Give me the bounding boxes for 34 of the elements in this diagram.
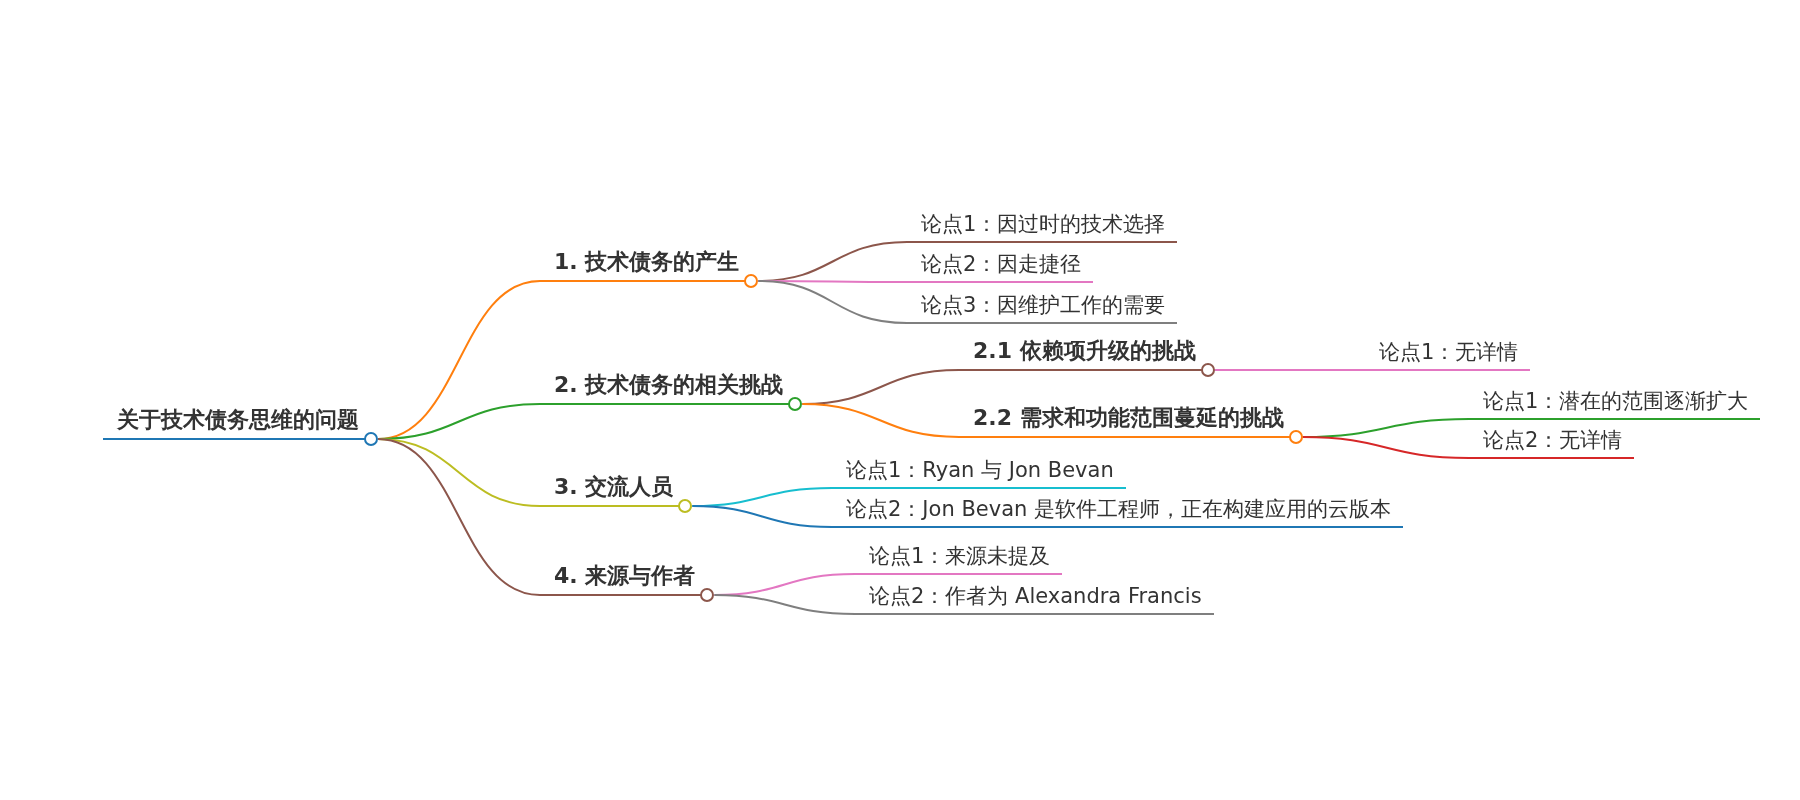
topic-label: 4. 来源与作者 [554, 563, 696, 588]
branch-line [713, 594, 856, 615]
topic-node [832, 495, 1403, 528]
topic-node [907, 291, 1178, 324]
topic-node [1469, 426, 1635, 459]
topic-label: 论点1：来源未提及 [869, 544, 1051, 568]
topic-label: 论点1：无详情 [1379, 340, 1519, 364]
topic-label: 1. 技术债务的产生 [554, 249, 740, 274]
branch-line [691, 505, 833, 528]
branch-line [377, 438, 541, 596]
topic-node [1249, 338, 1531, 371]
topic-label: 论点2：因走捷径 [921, 252, 1082, 276]
branch-line [801, 403, 960, 438]
topic-label: 3. 交流人员 [554, 474, 674, 499]
topic-node [907, 210, 1178, 243]
topic-node [1469, 387, 1761, 420]
topic-label: 2. 技术债务的相关挑战 [554, 372, 784, 397]
branch-line [1213, 369, 1250, 371]
topic-label: 2.1 依赖项升级的挑战 [973, 338, 1196, 363]
topic-label: 论点2：作者为 Alexandra Francis [869, 584, 1202, 608]
topic-node [907, 250, 1094, 283]
topic-label: 论点1：Ryan 与 Jon Bevan [846, 458, 1114, 482]
topic-node [855, 582, 1214, 615]
topic-label: 论点3：因维护工作的需要 [921, 293, 1166, 317]
topic-label: 论点1：因过时的技术选择 [921, 212, 1166, 236]
branch-line [1301, 436, 1470, 459]
topic-node [855, 542, 1063, 575]
topic-label: 2.2 需求和功能范围蔓延的挑战 [973, 405, 1284, 430]
topic-label: 关于技术债务思维的问题 [117, 407, 359, 432]
branch-line [757, 280, 908, 324]
topic-label: 论点2：Jon Bevan 是软件工程师，正在构建应用的云版本 [846, 497, 1391, 521]
topic-label: 论点2：无详情 [1483, 428, 1623, 452]
topic-label: 论点1：潜在的范围逐渐扩大 [1483, 389, 1749, 413]
topic-node [832, 456, 1126, 489]
